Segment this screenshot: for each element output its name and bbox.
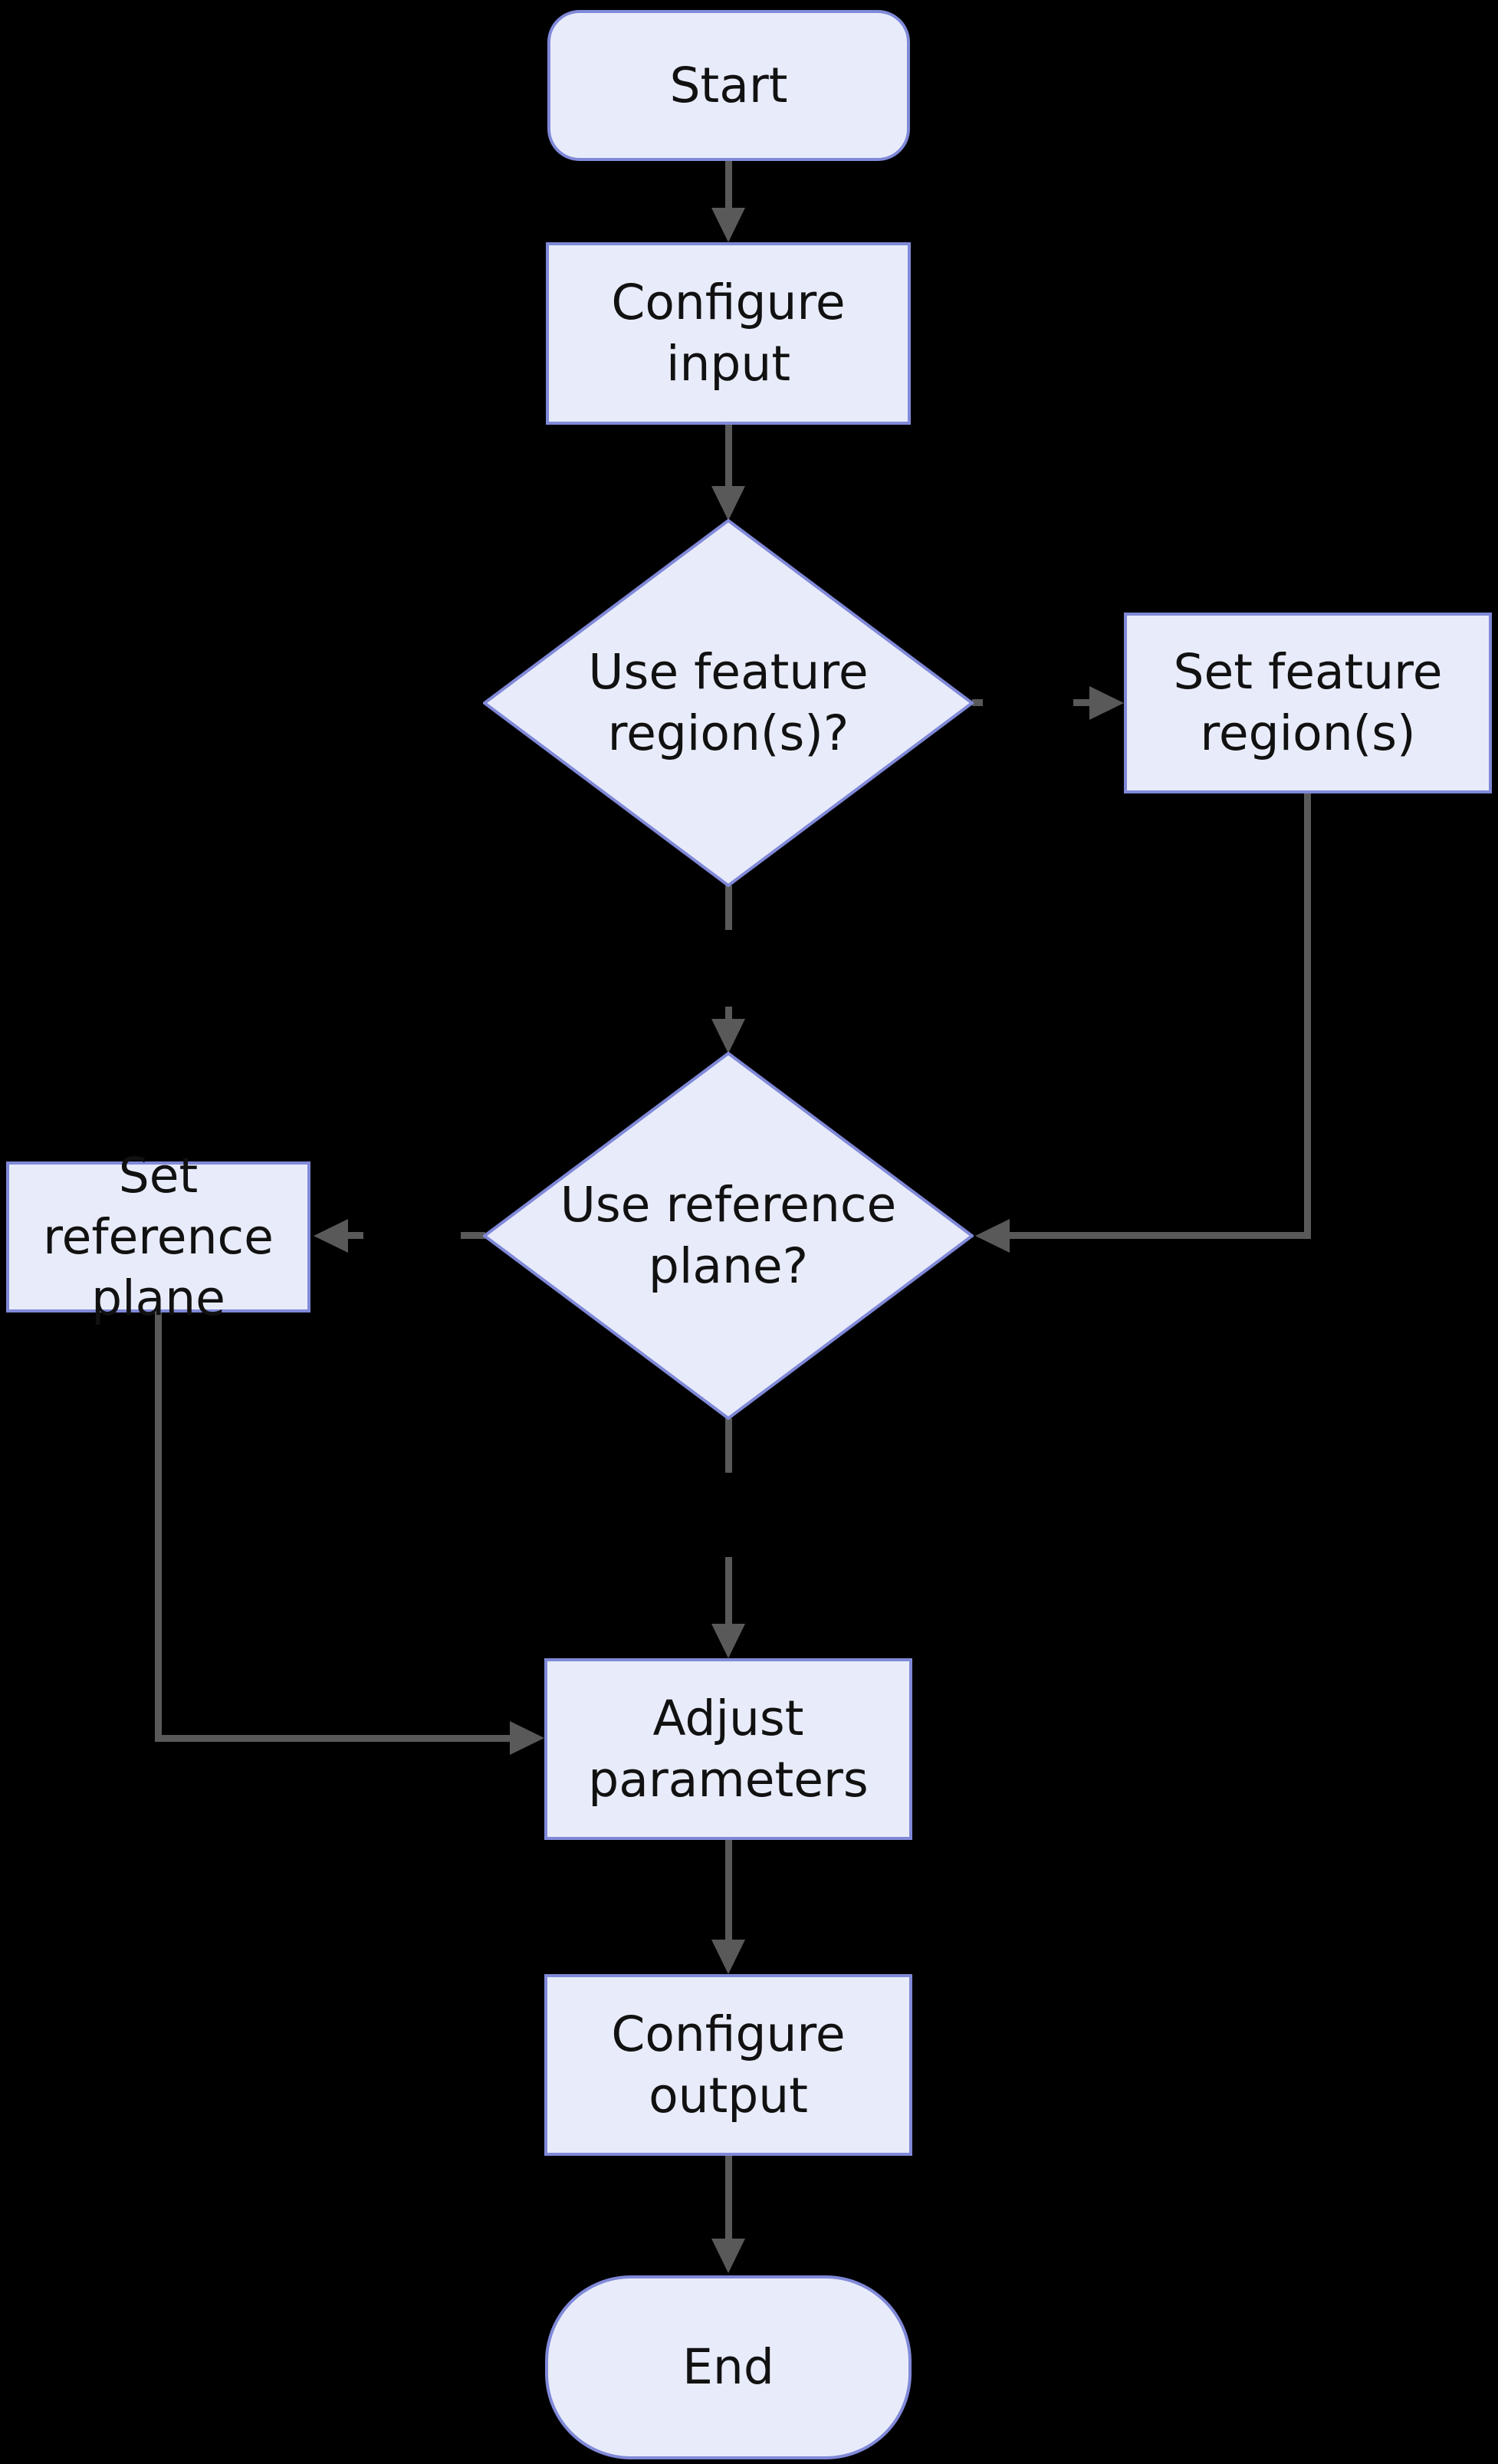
node-set-feature-regions-label: Set feature region(s) [1173, 644, 1443, 761]
edge-use-reference-plane-adjust-parameters-arrowhead [711, 1624, 745, 1658]
node-end: End [545, 2275, 912, 2459]
node-configure-output: Configure output [544, 1974, 912, 2156]
edge-use-reference-plane-adjust-parameters-stub [725, 1418, 732, 1473]
edge-configure-output-end-arrowhead [711, 2239, 745, 2273]
edge-use-feature-regions-use-reference-plane-arrowhead [711, 1019, 745, 1053]
node-set-reference-plane: Set reference plane [6, 1148, 310, 1326]
decision-diamond-shape [483, 519, 974, 887]
node-adjust-parameters: Adjust parameters [544, 1658, 912, 1840]
node-use-reference-plane-label: Use reference plane? [560, 1177, 897, 1294]
node-set-reference-plane-label: Set reference plane [43, 1147, 274, 1326]
node-configure-output-label: Configure output [611, 2006, 846, 2124]
edge-configure-output-end-line [725, 2156, 732, 2244]
node-use-feature-regions: Use feature region(s)? [483, 519, 974, 887]
node-set-feature-regions: Set feature region(s) [1124, 613, 1492, 793]
edge-use-feature-regions-use-reference-plane-stub [725, 885, 732, 930]
node-configure-input: Configure input [546, 242, 911, 425]
edge-configure-input-use-feature-regions-arrowhead [711, 486, 745, 521]
edge-start-configure-input-line [725, 161, 732, 212]
node-start: Start [547, 10, 910, 161]
node-start-label: Start [669, 57, 788, 113]
node-use-reference-plane: Use reference plane? [483, 1052, 974, 1420]
edge-use-feature-regions-set-feature-regions-stub [972, 699, 983, 706]
edge-use-reference-plane-adjust-parameters-line [725, 1557, 732, 1627]
edge-use-feature-regions-set-feature-regions-line [1073, 699, 1091, 706]
edge-adjust-parameters-configure-output-arrowhead [711, 1940, 745, 1974]
edge-adjust-parameters-configure-output-line [725, 1840, 732, 1943]
node-use-feature-regions-label: Use feature region(s)? [588, 644, 869, 761]
edge-configure-input-use-feature-regions-line [725, 425, 732, 490]
edge-start-configure-input-arrowhead [711, 208, 745, 242]
node-end-label: End [682, 2339, 774, 2395]
edge-use-feature-regions-set-feature-regions-arrowhead [1089, 686, 1124, 720]
edge-use-reference-plane-set-reference-plane-arrowhead [314, 1219, 348, 1253]
edge-set-feature-regions-use-reference-plane-vline [1304, 793, 1311, 1239]
edge-use-reference-plane-set-reference-plane-line [348, 1232, 363, 1239]
decision-diamond-shape [483, 1052, 974, 1420]
edge-set-feature-regions-use-reference-plane-hline [1010, 1232, 1311, 1239]
edge-use-feature-regions-use-reference-plane-line [725, 1007, 732, 1023]
edge-set-reference-plane-adjust-parameters-arrowhead [510, 1721, 544, 1755]
edge-set-feature-regions-use-reference-plane-arrowhead [975, 1219, 1010, 1253]
edge-use-reference-plane-set-reference-plane-stub [461, 1232, 485, 1239]
node-configure-input-label: Configure input [611, 274, 846, 392]
edge-set-reference-plane-adjust-parameters-vline [155, 1312, 162, 1742]
node-adjust-parameters-label: Adjust parameters [588, 1690, 869, 1808]
edge-set-reference-plane-adjust-parameters-hline [155, 1735, 514, 1742]
